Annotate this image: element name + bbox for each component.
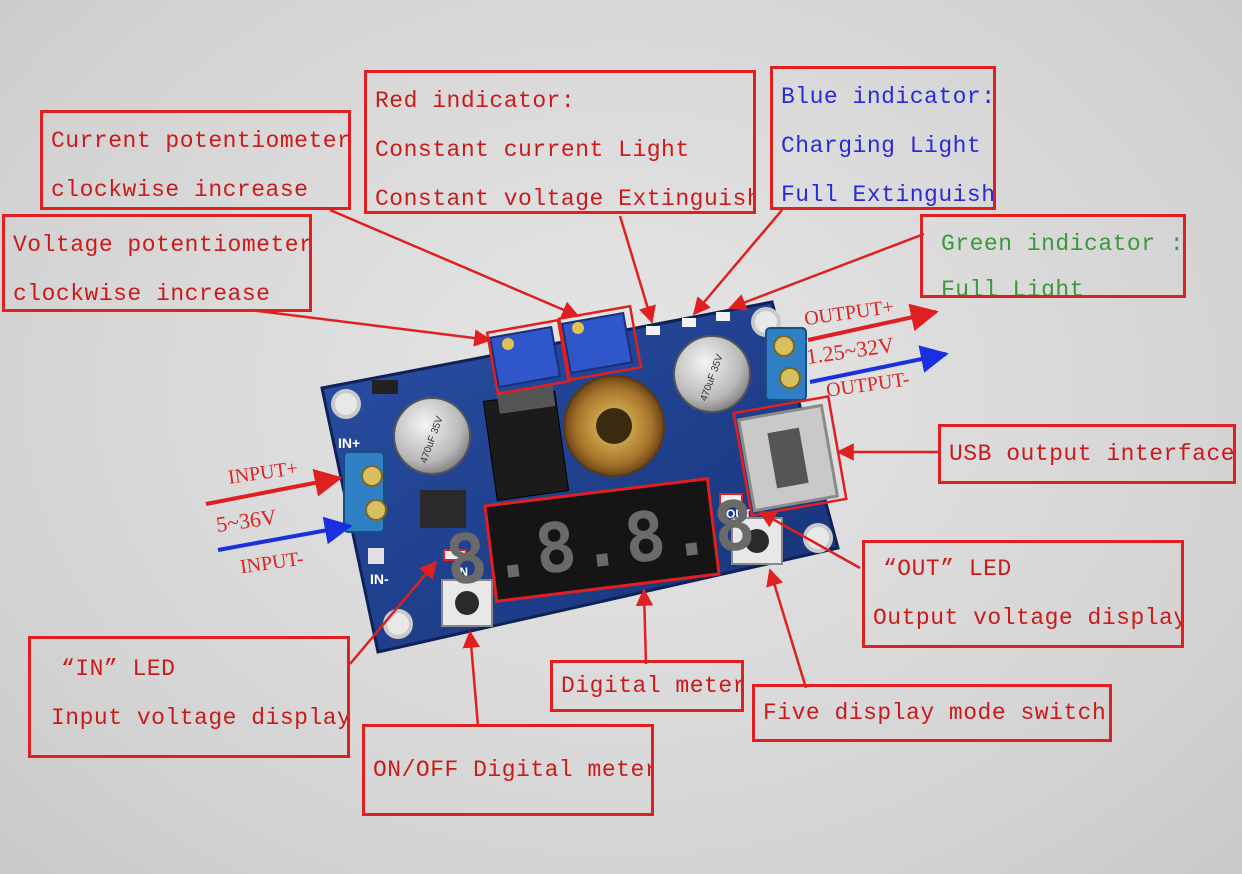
leader-lines [249,208,938,727]
diode [372,380,398,394]
callout-onoff-meter: ON/OFF Digital meter [362,724,654,816]
callout-line: “IN” LED [61,656,176,682]
callout-line: Output voltage display [873,605,1184,631]
terminal-screw [365,499,387,521]
callout-red-indicator: Red indicator: Constant current Light Co… [364,70,756,214]
arrow-red-indicator [618,215,656,324]
callout-green-indicator: Green indicator : Full Light [920,214,1186,298]
arrow-out-led [758,510,861,570]
capacitor-right [673,335,751,413]
red-indicator-led [646,326,660,335]
callout-in-led: “IN” LED Input voltage display [28,636,350,758]
output-minus-wire [809,345,949,384]
callout-line: clockwise increase [51,177,309,203]
callout-voltage-potentiometer: Voltage potentiometer clockwise increase [2,214,312,312]
blue-indicator-led [682,318,696,327]
callout-current-potentiometer: Current potentiometer clockwise increase [40,110,351,210]
board-in-label: IN [456,565,468,579]
digital-meter-display [483,477,721,603]
green-indicator-led [716,312,730,321]
callout-line: clockwise increase [13,281,271,307]
inductor-core [596,408,632,444]
arrow-onoff [462,630,481,727]
pot-screw [502,338,514,350]
mount-hole [331,389,361,419]
arrow-green-indicator [728,232,925,311]
capacitor-left [393,397,471,475]
callout-line: Charging Light [781,133,982,159]
callout-line: “OUT” LED [883,556,1012,582]
output-plus-wire [807,303,939,342]
callout-line: Blue indicator: [781,84,996,110]
callout-line: Current potentiometer [51,128,351,154]
callout-usb-output: USB output interface [938,424,1236,484]
callout-line: Input voltage display [51,705,350,731]
board-in-minus: IN- [370,571,389,587]
in-led [443,549,467,561]
mode-switch-button-cap [745,529,769,553]
callout-line: Red indicator: [375,88,576,114]
callout-digital-meter: Digital meter [550,660,744,712]
current-potentiometer [560,311,634,375]
voltage-potentiometer [488,325,562,389]
arrow-in-led [349,560,438,665]
callout-text: Digital meter [561,672,744,699]
callout-line: Voltage potentiometer [13,232,312,258]
callout-line: Full Light [941,277,1085,298]
callout-line: Full Extinguish [781,182,996,208]
out-led [719,493,743,505]
board-in-plus: IN+ [338,435,360,451]
callout-mode-switch: Five display mode switch [752,684,1112,742]
arrow-current-pot [329,208,580,318]
callout-line: Constant current Light [375,137,690,163]
callout-line: Constant voltage Extinguish [375,186,756,212]
terminal-screw [773,335,795,357]
arrow-blue-indicator [692,209,783,316]
callout-out-led: “OUT” LED Output voltage display [862,540,1184,648]
pad [368,548,384,564]
arrow-digital-meter [635,588,654,665]
highlight-current-pot [557,304,643,382]
terminal-screw [779,367,801,389]
pcb-board: IN+ IN- 470uF 35V 470uF 35V [320,300,840,654]
input-minus-wire [217,516,353,552]
input-plus-wire [205,469,343,506]
mount-hole [383,609,413,639]
highlight-voltage-pot [485,318,571,396]
usb-slot [767,427,809,489]
callout-text: USB output interface [949,440,1236,467]
terminal-screw [361,465,383,487]
pot-screw [572,322,584,334]
arrow-voltage-pot [249,308,492,347]
smd-inductor [420,490,466,528]
callout-text: ON/OFF Digital meter [373,756,654,783]
callout-blue-indicator: Blue indicator: Charging Light Full Exti… [770,66,996,210]
onoff-button-cap [455,591,479,615]
callout-text: Five display mode switch [763,699,1107,726]
callout-line: Green indicator : [941,231,1185,257]
arrow-mode-switch [766,568,808,689]
